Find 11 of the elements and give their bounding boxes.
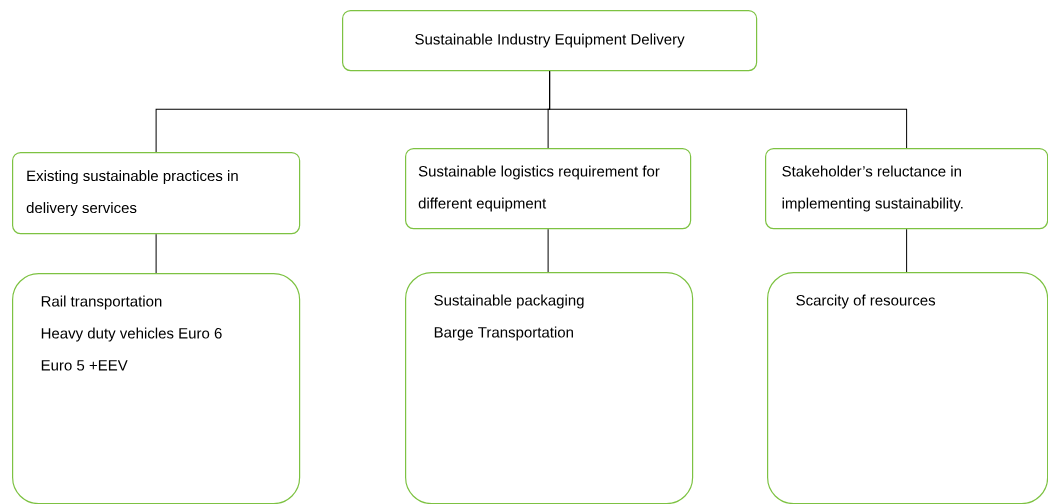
details-box: Sustainable packaging Barge Transportation bbox=[405, 272, 694, 504]
details-box: Scarcity of resources bbox=[767, 272, 1048, 504]
details-box: Rail transportation Heavy duty vehicles Euro 6 Euro 5 +EEV bbox=[12, 273, 301, 504]
connector-line bbox=[549, 70, 908, 149]
category-box: Existing sustainable practices in delivery services bbox=[12, 152, 301, 235]
connector-line bbox=[906, 228, 908, 273]
category-box: Sustainable logistics requirement for different equipment bbox=[405, 148, 692, 230]
category-box: Stakeholder’s reluctance in implementing sustainability. bbox=[765, 148, 1048, 230]
connector-line bbox=[547, 228, 549, 273]
connector-line bbox=[155, 233, 157, 274]
topic-box: Sustainable Industry Equipment Delivery bbox=[342, 10, 758, 72]
